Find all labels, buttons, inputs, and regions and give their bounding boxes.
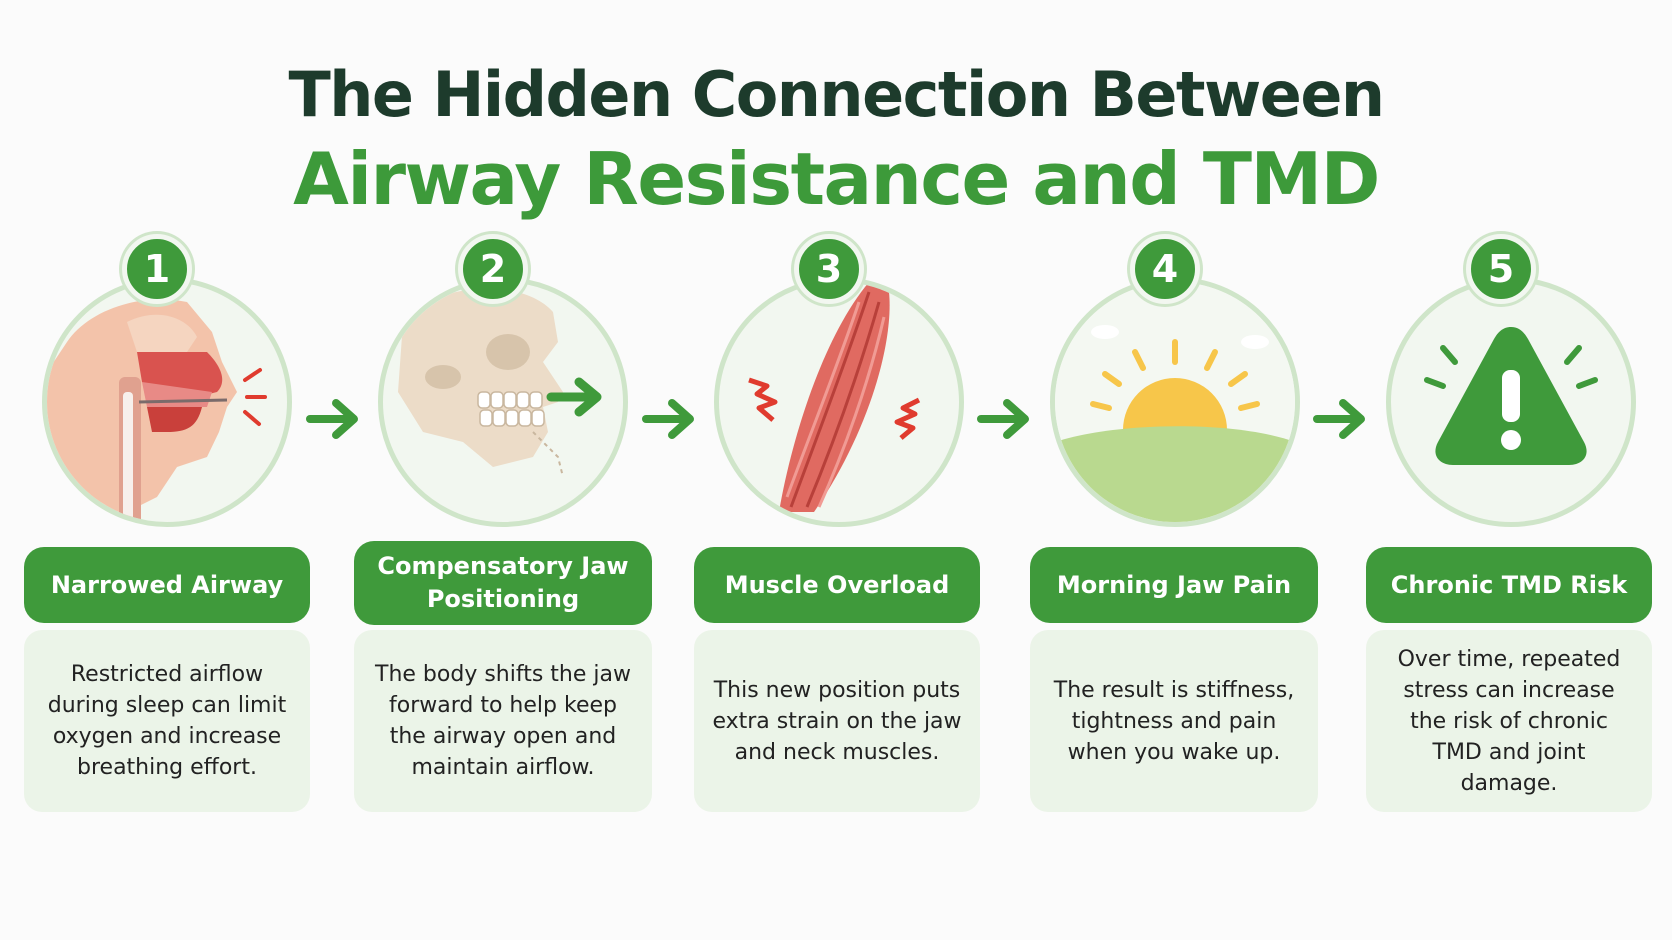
step-4-description: The result is stiffness, tightness and p… [1030, 630, 1318, 812]
airway-anatomy-icon [47, 299, 267, 522]
step-5-illustration [1386, 277, 1636, 527]
step-1-label: Narrowed Airway [24, 547, 310, 623]
step-1-number: 1 [122, 234, 192, 304]
step-2-number: 2 [458, 234, 528, 304]
step-3-description: This new position puts extra strain on t… [694, 630, 980, 812]
arrow-right-icon [642, 399, 694, 439]
sunrise-icon [1055, 282, 1295, 522]
step-1-description: Restricted airflow during sleep can limi… [24, 630, 310, 812]
title-line-2: Airway Resistance and TMD [293, 137, 1380, 221]
step-2-description: The body shifts the jaw forward to help … [354, 630, 652, 812]
title: The Hidden Connection Between Airway Res… [0, 55, 1672, 221]
step-5-number: 5 [1466, 234, 1536, 304]
step-3-label: Muscle Overload [694, 547, 980, 623]
arrow-right-icon [977, 399, 1029, 439]
skull-jaw-icon [398, 288, 602, 478]
arrow-right-icon [306, 399, 358, 439]
step-4-illustration [1050, 277, 1300, 527]
step-4-number: 4 [1130, 234, 1200, 304]
step-3-illustration [714, 277, 964, 527]
title-line-1: The Hidden Connection Between [288, 58, 1385, 131]
step-5-label: Chronic TMD Risk [1366, 547, 1652, 623]
warning-icon [1424, 327, 1598, 465]
step-5-description: Over time, repeated stress can increase … [1366, 630, 1652, 812]
step-2-label: Compensatory Jaw Positioning [354, 541, 652, 625]
muscle-strain-icon [748, 282, 921, 512]
step-4-label: Morning Jaw Pain [1030, 547, 1318, 623]
arrow-right-icon [1313, 399, 1365, 439]
step-1-illustration [42, 277, 292, 527]
step-3-number: 3 [794, 234, 864, 304]
step-2-illustration [378, 277, 628, 527]
